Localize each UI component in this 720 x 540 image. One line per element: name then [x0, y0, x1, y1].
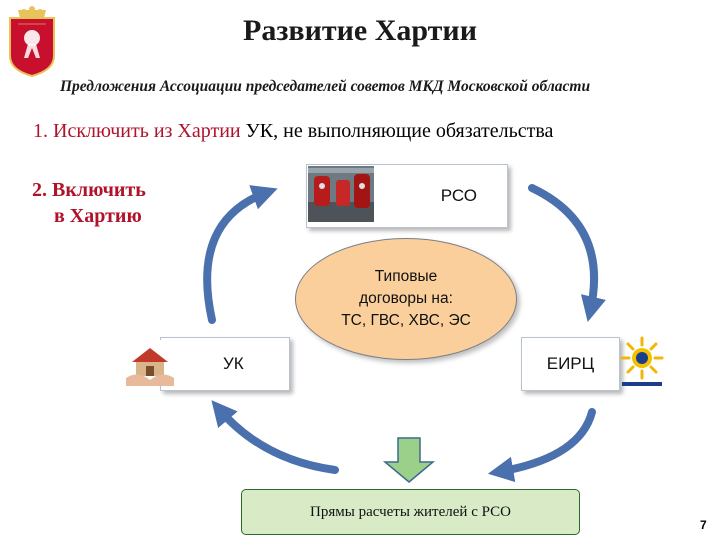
page-number: 7	[700, 518, 707, 532]
point-2-line-2: в Хартию	[54, 205, 142, 227]
arrow-uk-to-rso	[203, 185, 278, 324]
eirc-box: ЕИРЦ	[521, 337, 620, 391]
uk-box: УК	[160, 337, 290, 391]
arrow-center-to-uk	[211, 400, 339, 474]
point-2: 2. Включить в Хартию	[32, 177, 192, 229]
arrow-rso-to-eirc	[528, 184, 606, 322]
contracts-line-1: Типовые	[374, 268, 438, 285]
slide-subtitle: Предложения Ассоциации председателей сов…	[60, 78, 591, 95]
arrow-eirc-to-center	[487, 408, 596, 483]
direct-payments-box: Прямы расчеты жителей с РСО	[241, 489, 580, 535]
slide-title: Развитие Хартии	[243, 14, 477, 47]
point-1-text: УК, не выполняющие обязательства	[240, 120, 554, 142]
contracts-line-3: ТС, ГВС, ХВС, ЭС	[341, 312, 471, 329]
uk-label: УК	[223, 354, 244, 373]
direct-payments-label: Прямы расчеты жителей с РСО	[310, 503, 511, 520]
down-arrow-icon	[382, 437, 436, 483]
rso-label: РСО	[440, 186, 477, 205]
point-1: 1. Исключить из Хартии УК, не выполняющи…	[33, 120, 553, 143]
point-1-action: 1. Исключить из Хартии	[33, 120, 241, 142]
contracts-ellipse: Типовые договоры на: ТС, ГВС, ХВС, ЭС	[295, 238, 517, 360]
rso-box: РСО	[306, 164, 508, 228]
point-2-line-1: 2. Включить	[32, 179, 146, 201]
eirc-label: ЕИРЦ	[546, 354, 595, 373]
contracts-line-2: договоры на:	[359, 290, 453, 307]
